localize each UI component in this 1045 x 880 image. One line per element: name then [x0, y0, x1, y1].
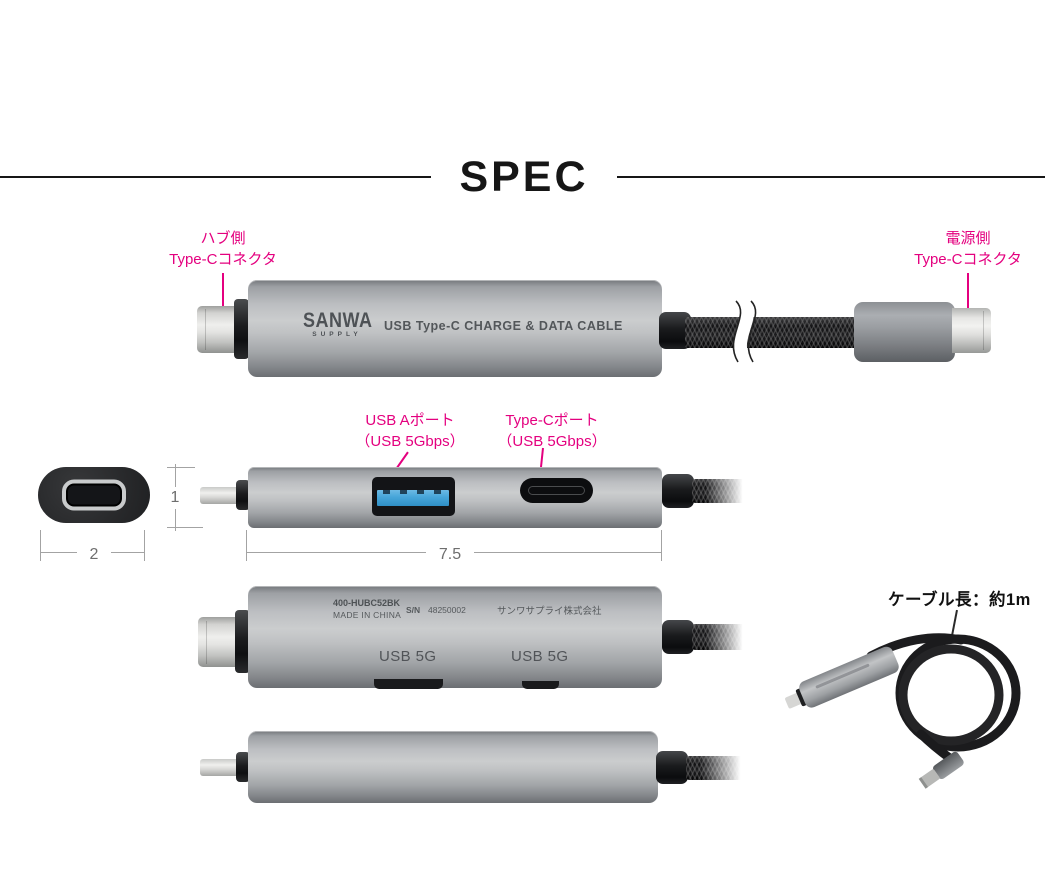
dim-length-ext-right: [661, 530, 662, 561]
model-number-text: 400-HUBC52BK: [333, 598, 401, 608]
power-side-label-line2: Type-Cコネクタ: [914, 251, 1022, 268]
dim-width-value: 2: [77, 544, 111, 566]
header-rule-right: [617, 176, 1045, 178]
dim-height-value: 1: [162, 487, 188, 509]
hub-plug-side: [200, 487, 237, 504]
sanwa-logo: SANWA SUPPLY: [303, 308, 373, 338]
cable-strain-relief-bottom: [662, 620, 694, 654]
type-c-port: [520, 478, 593, 503]
cable-braided-side: [692, 479, 746, 503]
hub-side-label: ハブ側 Type-Cコネクタ: [133, 228, 313, 270]
dim-width-ext-right: [144, 530, 145, 561]
usb-a-port-label-line2: （USB 5Gbps）: [355, 433, 465, 450]
cable-length-label: ケーブル長：約1m: [888, 591, 1031, 609]
connector-front-view: [38, 467, 150, 523]
usb-a-speed-print: USB 5G: [379, 648, 437, 665]
hub-body-side: [248, 467, 662, 528]
serial-number-text: 48250002: [428, 605, 466, 615]
cable-strain-relief-side: [662, 474, 694, 508]
type-c-port-label: Type-Cポート （USB 5Gbps）: [462, 410, 642, 452]
header-rule-left: [0, 176, 431, 178]
serial-prefix-text: S/N: [406, 605, 421, 615]
hub-plug-bottom: [198, 617, 237, 667]
made-in-text: MADE IN CHINA: [333, 610, 402, 620]
page-title: SPEC: [459, 153, 589, 201]
type-c-speed-print: USB 5G: [511, 648, 569, 665]
usb-a-port: [372, 477, 455, 516]
power-type-c-plug: [952, 308, 991, 353]
hub-plug-collar-side: [236, 480, 250, 510]
hub-plug-plain: [200, 759, 237, 776]
hub-body-top: [248, 280, 662, 377]
brand-text: SANWA: [303, 308, 373, 332]
power-side-label: 電源側 Type-Cコネクタ: [878, 228, 1045, 270]
product-print-text: USB Type-C CHARGE & DATA CABLE: [384, 319, 623, 333]
cable-braided-bottom: [692, 624, 746, 650]
cable-braided-plain: [686, 756, 744, 780]
hub-plug-collar-bottom: [235, 610, 250, 673]
coiled-cable-illustration: [785, 633, 1021, 789]
type-c-port-label-line2: （USB 5Gbps）: [497, 433, 607, 450]
hub-body-bottom: [248, 586, 662, 688]
dim-width-ext-left: [40, 530, 41, 561]
hub-side-label-line1: ハブ側: [200, 230, 246, 247]
cable-break-icon: [732, 300, 757, 363]
type-c-port-label-line1: Type-Cポート: [505, 412, 599, 429]
power-side-leader-line: [967, 273, 969, 315]
brand-subtext: SUPPLY: [312, 331, 362, 338]
dim-length-ext-left: [246, 530, 247, 561]
type-c-port-cutout: [522, 681, 559, 689]
hub-side-label-line2: Type-Cコネクタ: [169, 251, 277, 268]
hub-plug-collar-plain: [236, 752, 250, 782]
company-name-text: サンワサプライ株式会社: [497, 606, 602, 617]
dim-height-tick-bottom: [167, 527, 203, 528]
cable-braided: [685, 317, 857, 348]
power-side-label-line1: 電源側: [945, 230, 991, 247]
hub-plug-collar: [234, 299, 249, 359]
cable-strain-relief-plain: [656, 751, 688, 784]
power-connector-housing: [854, 302, 955, 362]
usb-a-port-label-line1: USB Aポート: [365, 412, 455, 429]
usb-a-port-label: USB Aポート （USB 5Gbps）: [320, 410, 500, 452]
dim-height-tick-top: [167, 467, 195, 468]
hub-side-leader-line: [222, 273, 224, 308]
type-c-opening: [62, 479, 126, 511]
usb-a-port-cutout: [374, 679, 443, 689]
hub-type-c-plug: [197, 306, 237, 353]
usb-a-tongue: [377, 490, 449, 506]
dim-length-value: 7.5: [426, 544, 474, 566]
hub-body-plain: [248, 731, 658, 803]
